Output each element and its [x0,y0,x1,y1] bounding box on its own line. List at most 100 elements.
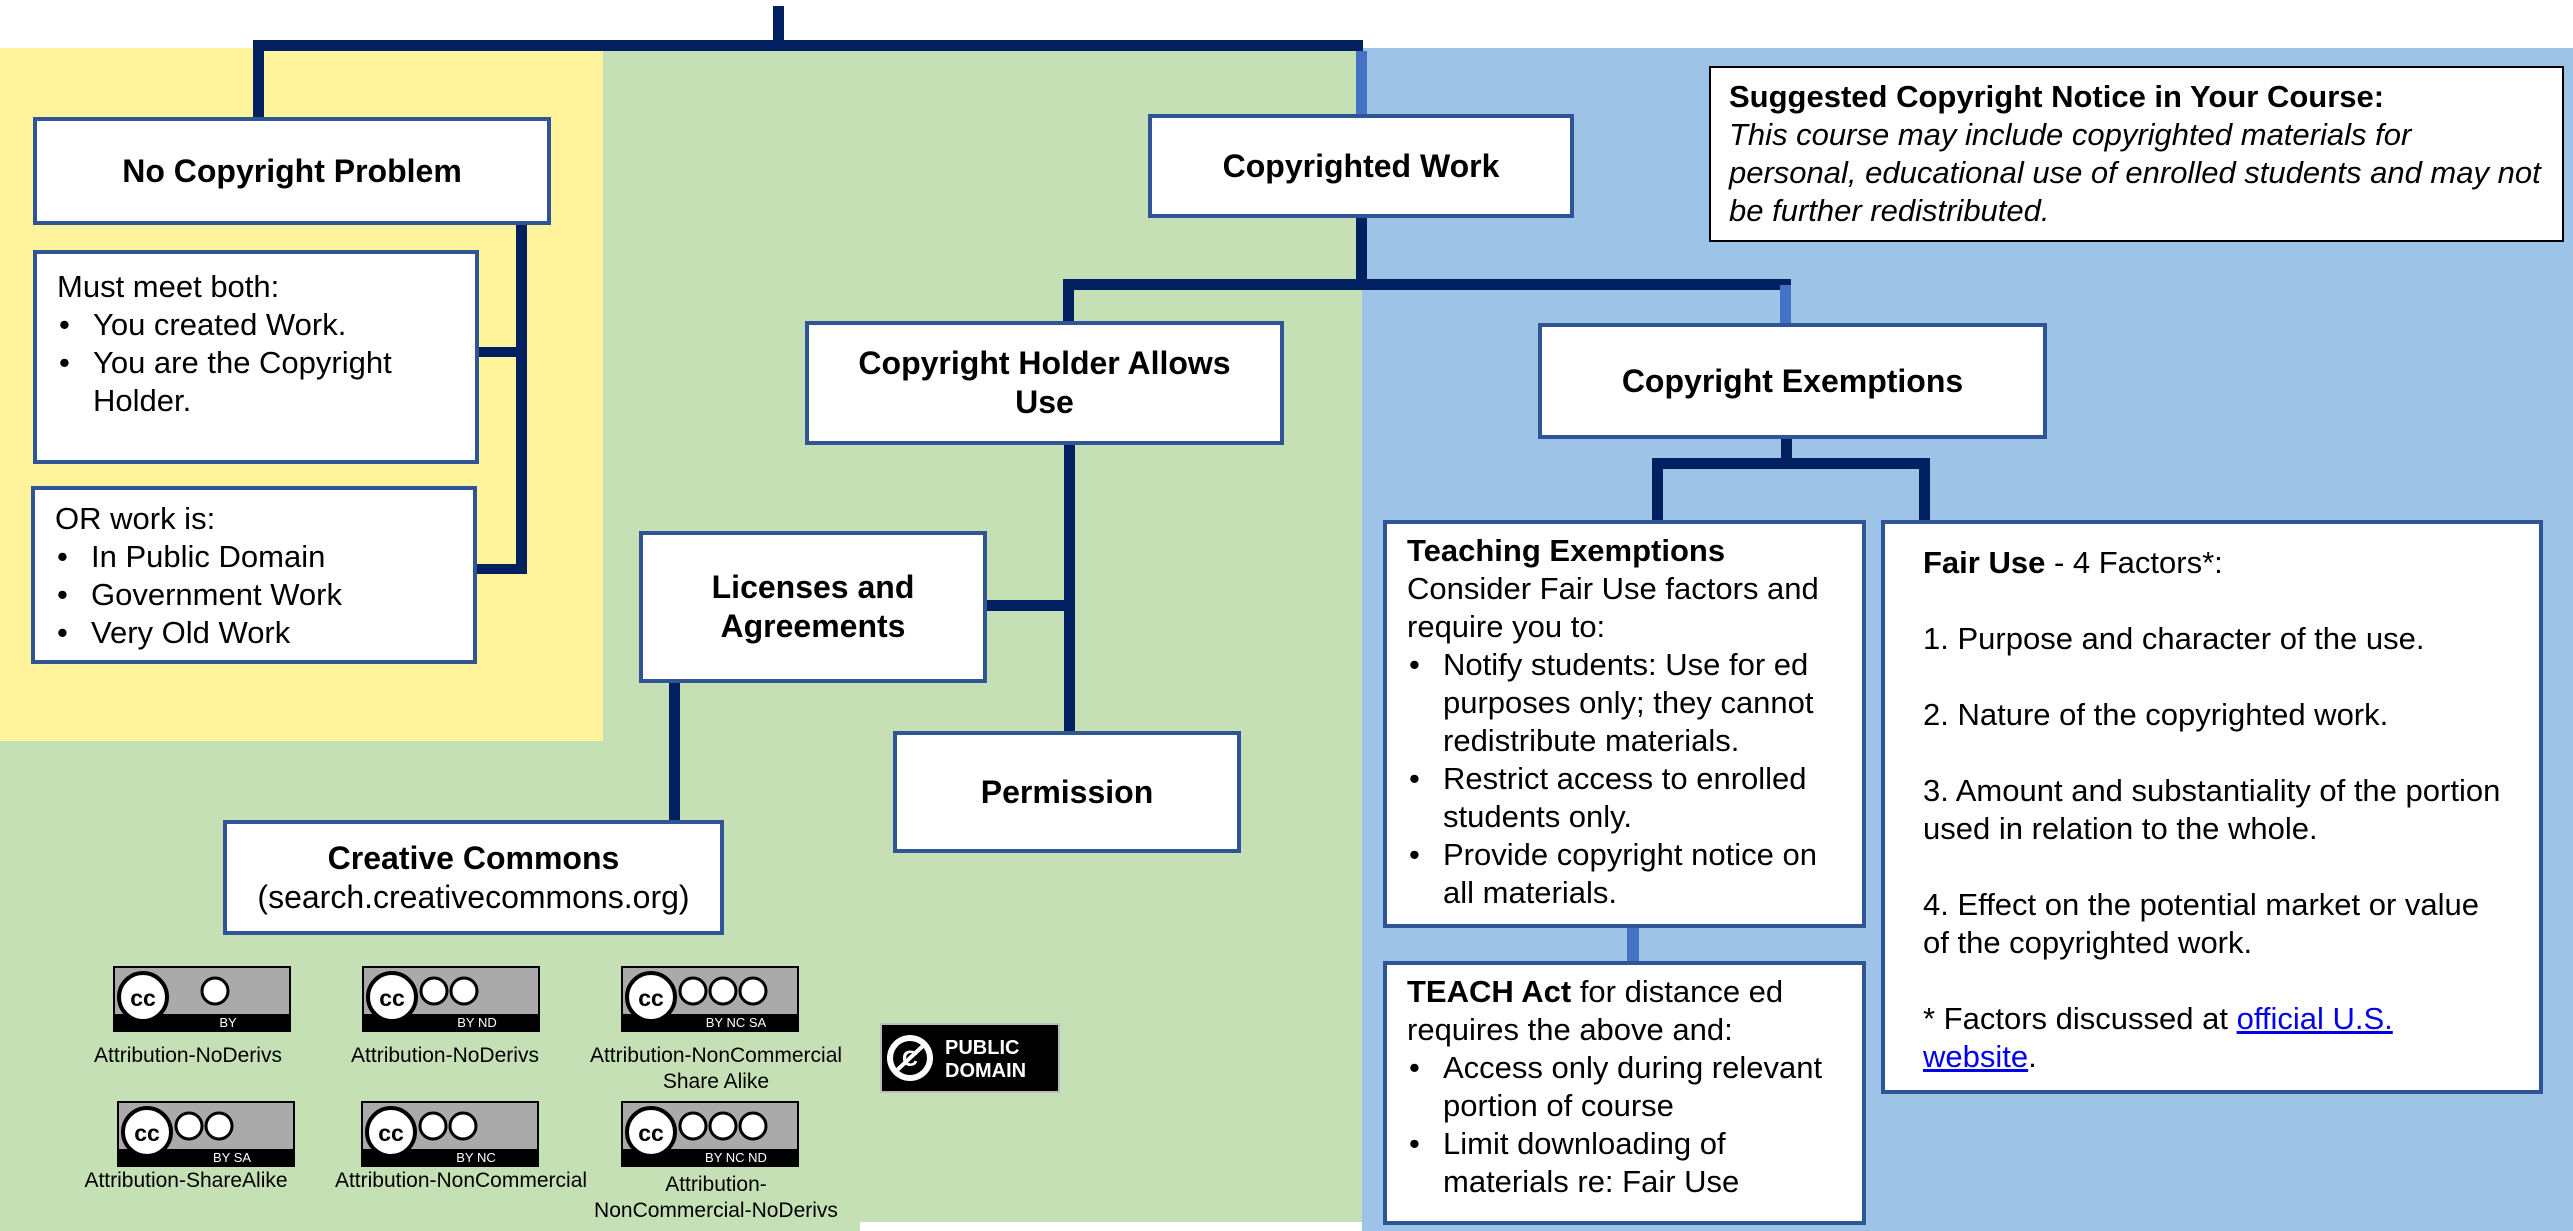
left-drop [253,40,264,118]
nocopy-branch-2 [474,564,527,574]
right-drop [1356,51,1367,117]
svg-text:cc: cc [378,1120,404,1146]
svg-text:cc: cc [134,1120,160,1146]
ex-left-drop [1652,458,1663,522]
holder-allows-line2: Use [1015,384,1074,420]
cw-right-drop [1780,285,1791,325]
cc-badge-code: BY NC ND [705,1150,767,1165]
svg-text:cc: cc [638,985,664,1011]
teaching-exemptions-box: Teaching Exemptions Consider Fair Use fa… [1383,520,1866,928]
or-work-list: In Public Domain Government Work Very Ol… [55,538,453,652]
holder-stem [1064,440,1075,734]
holder-allows-line1: Copyright Holder Allows [858,345,1231,381]
licenses-line1: Licenses and [711,569,915,605]
must-meet-heading: Must meet both: [57,269,280,304]
or-work-box: OR work is: In Public Domain Government … [31,486,477,664]
fair-use-title: Fair Use [1923,545,2046,580]
fair-use-factor: 3. Amount and substantiality of the port… [1923,773,2501,846]
copyrighted-work-box: Copyrighted Work [1148,114,1574,218]
list-item: In Public Domain [55,538,453,576]
teaching-list: Notify students: Use for ed purposes onl… [1407,646,1842,912]
cc-badge-label: Attribution-NonCommercial [334,1169,588,1192]
permission-label: Permission [980,773,1154,810]
copyright-exemptions-label: Copyright Exemptions [1621,362,1964,399]
cc-badge-code: BY SA [213,1150,251,1165]
creative-commons-url: (search.creativecommons.org) [257,878,690,915]
or-work-heading: OR work is: [55,501,216,536]
ex-right-drop [1919,458,1930,522]
no-copyright-problem-box: No Copyright Problem [33,117,551,225]
fair-use-footnote: * Factors discussed at [1923,1001,2237,1036]
top-stem [773,6,784,42]
official-website-link[interactable]: official U.S. website [1923,1001,2393,1074]
cc-badge-label: Attribution-NonCommercial-NoDerivs [594,1173,838,1222]
svg-text:cc: cc [130,985,156,1011]
public-domain-line2: DOMAIN [945,1060,1026,1082]
ex-bar [1652,458,1930,469]
list-item: You are the Copyright Holder. [57,344,455,420]
teach-act-list: Access only during relevant portion of c… [1407,1049,1842,1201]
cc-badge-code: BY [219,1015,237,1030]
cc-badge-code: BY NC SA [706,1015,767,1030]
holder-allows-box: Copyright Holder Allows Use [805,321,1284,445]
svg-text:cc: cc [638,1120,664,1146]
lic-stem [669,678,680,825]
cw-bar [1063,279,1791,290]
teach-act-intro: for distance ed requires the above and: [1407,974,1784,1047]
teaching-title: Teaching Exemptions [1407,533,1726,568]
teaching-teach-link [1627,926,1639,964]
creative-commons-title: Creative Commons [327,839,620,876]
must-meet-box: Must meet both: You created Work. You ar… [33,250,479,464]
white-strip [860,1222,1362,1231]
no-copyright-problem-label: No Copyright Problem [122,152,462,189]
cc-badge: cc BY ND [362,966,540,1032]
cc-badge: cc BY NC SA [621,966,799,1032]
teach-act-title: TEACH Act [1407,974,1572,1009]
top-bar [253,40,1363,51]
ex-stem [1781,436,1792,466]
cc-badge: cc BY SA [117,1101,295,1167]
cc-badge: cc BY NC [361,1101,539,1167]
cc-badge-label: Attribution-NoDerivs [351,1044,539,1067]
copyrighted-work-label: Copyrighted Work [1222,147,1500,184]
cc-badge-label: Attribution-NoDerivs [94,1044,282,1067]
svg-text:cc: cc [379,985,405,1011]
copyright-exemptions-box: Copyright Exemptions [1538,323,2047,439]
licenses-box: Licenses and Agreements [639,531,987,683]
cw-stem [1356,213,1367,283]
list-item: Limit downloading of materials re: Fair … [1407,1125,1842,1201]
cw-left-drop [1063,279,1074,325]
public-domain-badge: C PUBLIC DOMAIN [880,1023,1060,1093]
list-item: You created Work. [57,306,455,344]
nocopy-branch-1 [476,347,527,357]
list-item: Access only during relevant portion of c… [1407,1049,1842,1125]
must-meet-list: You created Work. You are the Copyright … [57,306,455,420]
teaching-intro: Consider Fair Use factors and require yo… [1407,571,1819,644]
public-domain-line1: PUBLIC [945,1037,1019,1059]
cc-badge: cc BY NC ND [621,1101,799,1167]
licenses-line2: Agreements [720,608,906,644]
fair-use-title-suffix: - 4 Factors*: [2045,545,2223,580]
cc-badge-label: Attribution-ShareAlike [84,1169,288,1192]
cc-badge-code: BY NC [456,1150,496,1165]
permission-box: Permission [893,731,1241,853]
list-item: Very Old Work [55,614,453,652]
nocopy-vertical [516,222,527,573]
list-item: Government Work [55,576,453,614]
notice-body: This course may include copyrighted mate… [1729,117,2541,228]
fair-use-factor: 1. Purpose and character of the use. [1923,621,2425,656]
list-item: Provide copyright notice on all material… [1407,836,1842,912]
list-item: Notify students: Use for ed purposes onl… [1407,646,1842,760]
lic-branch [984,600,1075,611]
fair-use-box: Fair Use - 4 Factors*: 1. Purpose and ch… [1881,520,2543,1094]
notice-title: Suggested Copyright Notice in Your Cours… [1729,79,2385,114]
teach-act-box: TEACH Act for distance ed requires the a… [1383,961,1866,1225]
copyright-notice-box: Suggested Copyright Notice in Your Cours… [1709,66,2564,242]
fair-use-footnote-suffix: . [2028,1039,2037,1074]
fair-use-factor: 2. Nature of the copyrighted work. [1923,697,2389,732]
fair-use-factor: 4. Effect on the potential market or val… [1923,887,2480,960]
list-item: Restrict access to enrolled students onl… [1407,760,1842,836]
creative-commons-box: Creative Commons (search.creativecommons… [223,820,724,935]
cc-badge-code: BY ND [457,1015,497,1030]
